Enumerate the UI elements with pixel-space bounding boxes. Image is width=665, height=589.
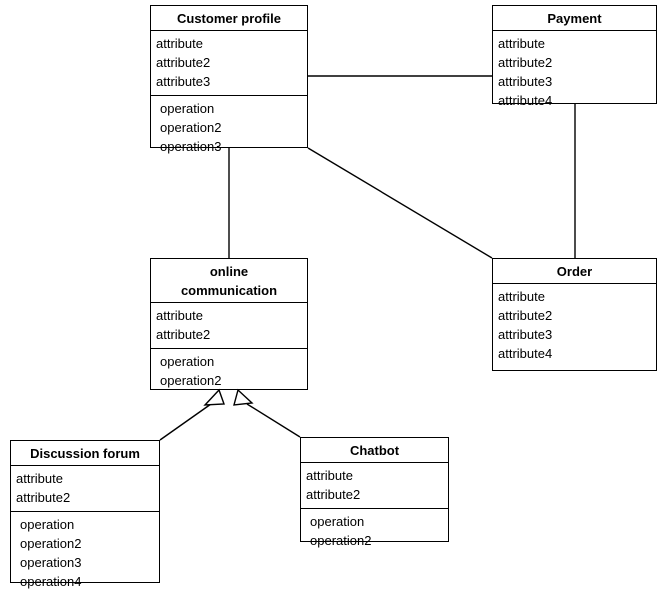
- operation-row: operation2: [160, 373, 222, 388]
- class-operations-online-communication: operation operation2: [151, 348, 307, 394]
- attribute-row: attribute2: [16, 490, 71, 505]
- class-box-order[interactable]: Order attribute attribute2 attribute3 at…: [492, 258, 657, 371]
- class-operations-chatbot: operation operation2: [301, 508, 448, 554]
- class-title-payment: Payment: [493, 6, 656, 31]
- class-title-order: Order: [493, 259, 656, 284]
- attribute-row: attribute2: [306, 487, 361, 502]
- attribute-row: attribute: [156, 308, 203, 323]
- attribute-row: attribute: [306, 468, 353, 483]
- operation-row: operation: [20, 517, 75, 532]
- class-attributes-discussion-forum: attribute attribute2: [11, 466, 159, 511]
- attribute-row: attribute4: [498, 346, 553, 361]
- attribute-row: attribute: [156, 36, 203, 51]
- operation-row: operation: [310, 514, 365, 529]
- class-box-customer-profile[interactable]: Customer profile attribute attribute2 at…: [150, 5, 308, 154]
- operation-row: operation3: [20, 555, 82, 570]
- attribute-row: attribute4: [498, 93, 553, 108]
- class-box-discussion-forum[interactable]: Discussion forum attribute attribute2 op…: [10, 440, 160, 589]
- operation-row: operation: [160, 354, 215, 369]
- association-customer-profile-order[interactable]: [307, 147, 493, 259]
- class-title-customer-profile: Customer profile: [151, 6, 307, 31]
- attribute-row: attribute: [498, 36, 545, 51]
- class-operations-customer-profile: operation operation2 operation3: [151, 95, 307, 160]
- generalization-discussion-forum-online-communication[interactable]: [159, 403, 212, 441]
- attribute-row: attribute3: [498, 74, 553, 89]
- attribute-row: attribute2: [156, 55, 211, 70]
- attribute-row: attribute2: [498, 308, 553, 323]
- class-box-chatbot[interactable]: Chatbot attribute attribute2 operation o…: [300, 437, 449, 548]
- class-title-discussion-forum: Discussion forum: [11, 441, 159, 466]
- attribute-row: attribute3: [498, 327, 553, 342]
- class-box-payment[interactable]: Payment attribute attribute2 attribute3 …: [492, 5, 657, 108]
- class-operations-discussion-forum: operation operation2 operation3 operatio…: [11, 511, 159, 589]
- generalization-chatbot-online-communication[interactable]: [246, 403, 301, 438]
- class-attributes-order: attribute attribute2 attribute3 attribut…: [493, 284, 656, 367]
- class-attributes-online-communication: attribute attribute2: [151, 303, 307, 348]
- operation-row: operation3: [160, 139, 222, 154]
- operation-row: operation2: [20, 536, 82, 551]
- generalization-arrowhead-discussion-forum: [203, 388, 225, 406]
- operation-row: operation2: [310, 533, 372, 548]
- attribute-row: attribute: [498, 289, 545, 304]
- attribute-row: attribute2: [156, 327, 211, 342]
- attribute-row: attribute: [16, 471, 63, 486]
- operation-row: operation2: [160, 120, 222, 135]
- attribute-row: attribute2: [498, 55, 553, 70]
- class-attributes-customer-profile: attribute attribute2 attribute3: [151, 31, 307, 95]
- attribute-row: attribute3: [156, 74, 211, 89]
- class-attributes-payment: attribute attribute2 attribute3 attribut…: [493, 31, 656, 114]
- operation-row: operation: [160, 101, 215, 116]
- generalization-arrowhead-chatbot: [233, 388, 254, 406]
- class-box-online-communication[interactable]: online communication attribute attribute…: [150, 258, 308, 390]
- class-title-online-communication: online communication: [151, 259, 307, 303]
- operation-row: operation4: [20, 574, 82, 589]
- class-attributes-chatbot: attribute attribute2: [301, 463, 448, 508]
- class-title-chatbot: Chatbot: [301, 438, 448, 463]
